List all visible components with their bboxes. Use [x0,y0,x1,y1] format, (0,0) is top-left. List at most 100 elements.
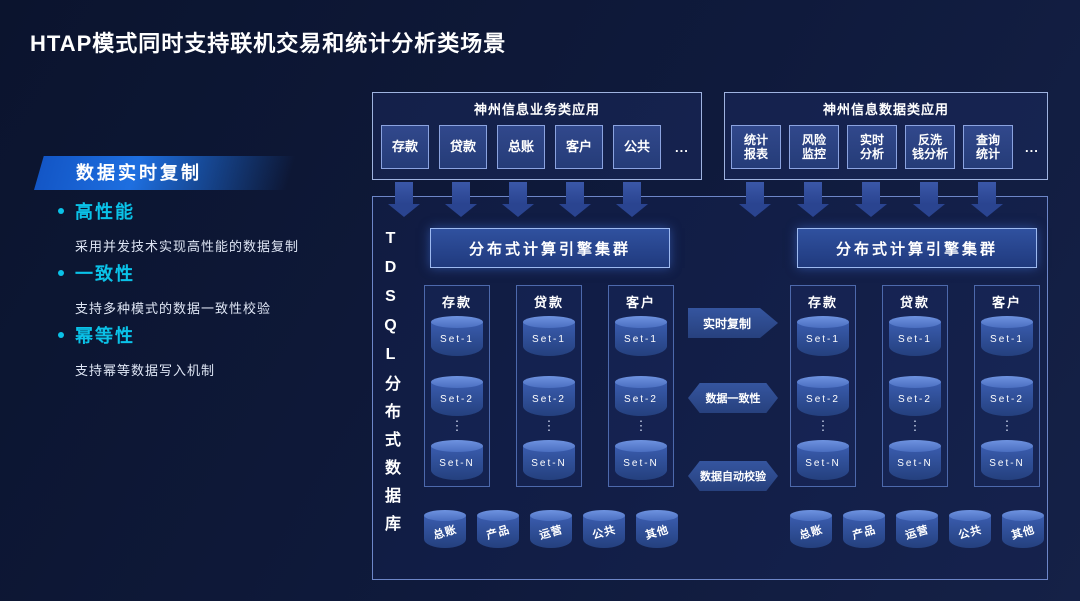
database-cylinder: Set-1 [615,316,667,356]
db-group-name: 客户 [625,295,656,310]
flow-arrow-data-consistency: 数据一致性 [688,383,778,413]
domain-label: 公共 [957,523,984,543]
down-arrow-icon [971,182,1003,217]
set-label: Set-2 [898,394,932,405]
database-cylinder: Set-N [981,440,1033,480]
domain-label: 其他 [1010,523,1037,543]
set-label: Set-1 [806,334,840,345]
set-label: Set-N [531,458,567,469]
set-label: Set-2 [806,394,840,405]
database-cylinder: Set-N [889,440,941,480]
db-group: 客户 Set-1 Set-2 ⋮ Set-N [974,285,1040,487]
domain-label: 产品 [485,523,512,543]
flow-arrow-auto-verification: 数据自动校验 [688,461,778,491]
vertical-ellipsis: ⋮ [816,418,830,433]
business-app-item: 总账 [497,125,545,169]
db-group: 贷款 Set-1 Set-2 ⋮ Set-N [882,285,948,487]
page-title: HTAP模式同时支持联机交易和统计分析类场景 [30,31,507,56]
domain-cylinder: 公共 [583,510,625,548]
business-app-item: 贷款 [439,125,487,169]
database-cylinder: Set-N [523,440,575,480]
business-apps-row: 存款 贷款 总账 客户 公共 ... [373,125,701,169]
flow-arrow-realtime-replication: 实时复制 [688,308,778,338]
business-apps-panel: 神州信息业务类应用 存款 贷款 总账 客户 公共 ... [372,92,702,180]
set-label: Set-N [897,458,933,469]
business-app-item: 客户 [555,125,603,169]
set-label: Set-N [989,458,1025,469]
vertical-ellipsis: ⋮ [634,418,648,433]
down-arrow-icon [855,182,887,217]
feature-desc: 采用并发技术实现高性能的数据复制 [75,239,300,254]
domain-cylinder: 公共 [949,510,991,548]
domain-cylinder: 运营 [896,510,938,548]
engine-cluster-right: 分布式计算引擎集群 [797,228,1037,268]
data-app-item: 查询 统计 [963,125,1013,169]
data-app-item: 风险 监控 [789,125,839,169]
database-cylinder: Set-2 [797,376,849,416]
feature-head: 高性能 [58,198,368,224]
feature-head: 一致性 [58,260,368,286]
down-arrow-icon [445,182,477,217]
feature-head: 幂等性 [58,322,368,348]
business-apps-title: 神州信息业务类应用 [473,102,600,117]
domain-label: 公共 [591,523,618,543]
set-label: Set-1 [624,334,658,345]
set-label: Set-N [439,458,475,469]
more-ellipsis: ... [675,139,689,155]
down-arrow-icon [616,182,648,217]
database-cylinder: Set-2 [523,376,575,416]
database-cylinder: Set-1 [797,316,849,356]
vertical-ellipsis: ⋮ [908,418,922,433]
banner-label: 数据实时复制 [76,163,202,183]
db-group-name: 客户 [991,295,1022,310]
down-arrow-icon [913,182,945,217]
data-apps-panel: 神州信息数据类应用 统计 报表 风险 监控 实时 分析 反洗 钱分析 查询 统计… [724,92,1048,180]
more-ellipsis: ... [1025,139,1039,155]
database-cylinder: Set-N [797,440,849,480]
db-group-name: 存款 [441,295,472,310]
set-label: Set-1 [532,334,566,345]
database-cylinder: Set-1 [981,316,1033,356]
domain-label: 运营 [904,523,931,543]
vertical-ellipsis: ⋮ [542,418,556,433]
domain-cylinder: 其他 [636,510,678,548]
vertical-ellipsis: ⋮ [450,418,464,433]
domain-cylinder: 总账 [424,510,466,548]
db-group: 贷款 Set-1 Set-2 ⋮ Set-N [516,285,582,487]
domain-cylinder: 产品 [843,510,885,548]
down-arrow-icon [739,182,771,217]
domain-cylinder: 产品 [477,510,519,548]
set-label: Set-2 [532,394,566,405]
domain-label: 总账 [432,523,459,543]
data-app-item: 反洗 钱分析 [905,125,955,169]
down-arrow-icon [797,182,829,217]
bullet-icon [58,270,64,276]
domain-cylinder: 运营 [530,510,572,548]
feature-title: 幂等性 [75,326,135,346]
database-cylinder: Set-1 [431,316,483,356]
database-cylinder: Set-2 [889,376,941,416]
domain-label: 总账 [798,523,825,543]
database-cylinder: Set-1 [523,316,575,356]
set-label: Set-2 [624,394,658,405]
business-app-item: 公共 [613,125,661,169]
domain-label: 运营 [538,523,565,543]
feature-desc: 支持多种模式的数据一致性校验 [75,301,272,316]
feature-desc: 支持幂等数据写入机制 [75,363,216,378]
feature-title: 一致性 [75,264,135,284]
domain-cylinder: 总账 [790,510,832,548]
bullet-icon [58,208,64,214]
down-arrow-icon [502,182,534,217]
set-label: Set-2 [440,394,474,405]
business-app-item: 存款 [381,125,429,169]
set-label: Set-1 [898,334,932,345]
engine-cluster-left: 分布式计算引擎集群 [430,228,670,268]
data-apps-title: 神州信息数据类应用 [822,102,949,117]
set-label: Set-N [623,458,659,469]
data-app-item: 实时 分析 [847,125,897,169]
data-app-item: 统计 报表 [731,125,781,169]
set-label: Set-1 [990,334,1024,345]
feature-consistency: 一致性 支持多种模式的数据一致性校验 [58,260,368,317]
down-arrow-icon [388,182,420,217]
